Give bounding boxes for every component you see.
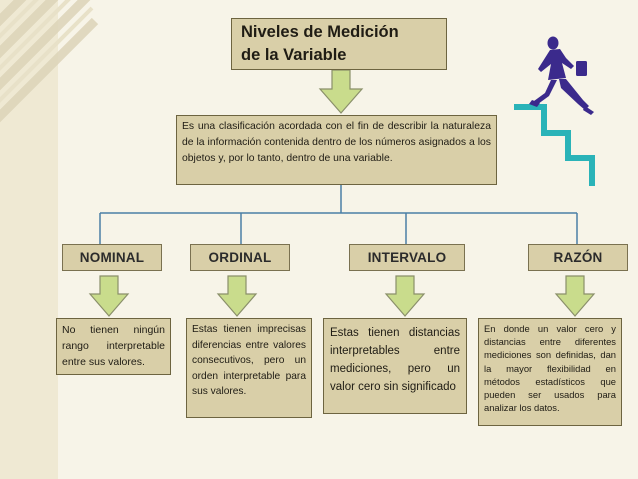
- level-razon: RAZÓN: [528, 244, 628, 271]
- level-intervalo-label: INTERVALO: [367, 250, 447, 265]
- level-nominal: NOMINAL: [62, 244, 162, 271]
- ordinal-description-text: Estas tienen imprecisas diferencias entr…: [192, 324, 306, 397]
- diagonal-stripes-decoration: [0, 0, 99, 123]
- intervalo-description-text: Estas tienen distancias interpretables e…: [330, 327, 460, 393]
- razon-description-text: En donde un valor cero y distancias entr…: [484, 323, 616, 414]
- ordinal-description-box: Estas tienen imprecisas diferencias entr…: [186, 318, 312, 418]
- intervalo-down-arrow: [384, 275, 426, 317]
- nominal-description-text: No tienen ningún rango interpretable ent…: [62, 324, 165, 368]
- level-intervalo: INTERVALO: [349, 244, 465, 271]
- level-nominal-label: NOMINAL: [79, 250, 145, 265]
- description-box: Es una clasificación acordada con el fin…: [176, 115, 497, 185]
- title-line-1: Niveles de Medición: [241, 23, 399, 41]
- description-text: Es una clasificación acordada con el fin…: [182, 121, 491, 164]
- level-ordinal: ORDINAL: [190, 244, 290, 271]
- nominal-description-box: No tienen ningún rango interpretable ent…: [56, 318, 171, 375]
- level-ordinal-label: ORDINAL: [208, 250, 272, 265]
- title-down-arrow: [318, 69, 364, 114]
- razon-down-arrow: [554, 275, 596, 317]
- stairs-icon: [514, 104, 595, 186]
- title-line-2: de la Variable: [241, 46, 347, 64]
- level-razon-label: RAZÓN: [553, 250, 603, 265]
- intervalo-description-box: Estas tienen distancias interpretables e…: [323, 318, 467, 414]
- razon-description-box: En donde un valor cero y distancias entr…: [478, 318, 622, 426]
- stairs-climber-icon: [529, 36, 594, 115]
- nominal-down-arrow: [88, 275, 130, 317]
- level-connectors: [99, 185, 578, 244]
- diagram-title: Niveles de Medición de la Variable: [231, 18, 447, 70]
- ordinal-down-arrow: [216, 275, 258, 317]
